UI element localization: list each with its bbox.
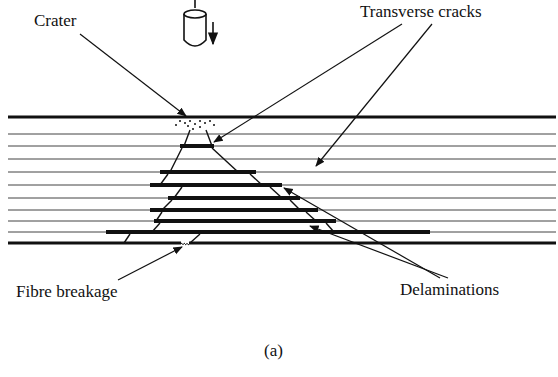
delaminations bbox=[106, 146, 430, 232]
part-label: Transverse cracks bbox=[360, 3, 482, 22]
transverse-cracks bbox=[124, 130, 334, 243]
part-label: Delaminations bbox=[400, 281, 499, 300]
impactor bbox=[184, 0, 213, 46]
part-label: Crater bbox=[34, 12, 76, 31]
figure-caption: (a) bbox=[264, 342, 283, 361]
part-label: Fibre breakage bbox=[16, 283, 117, 302]
laminate-plies bbox=[8, 117, 556, 245]
crater bbox=[175, 120, 215, 130]
leader-lines bbox=[80, 24, 448, 280]
